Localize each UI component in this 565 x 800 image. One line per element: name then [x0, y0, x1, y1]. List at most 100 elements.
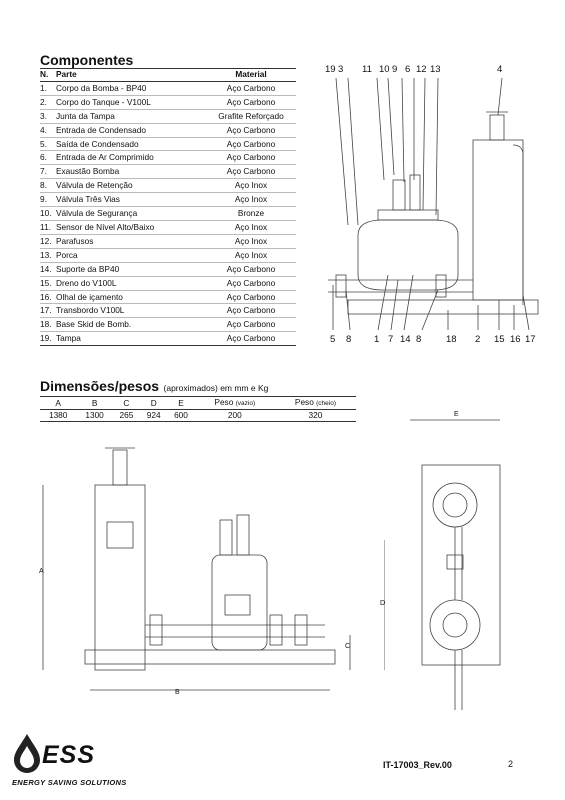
callout-number: 2: [475, 334, 481, 345]
dim-header-note: (cheio): [316, 400, 337, 407]
cell-part: Porca: [56, 249, 78, 260]
cell-material: Aço Carbono: [226, 291, 276, 302]
cell-n: 11.: [40, 221, 51, 232]
brand-name: ESS: [42, 741, 96, 769]
components-header-row: N. Parte Material: [40, 68, 296, 82]
cell-n: 2.: [40, 96, 47, 107]
dim-header-note: (vazio): [235, 400, 256, 407]
front-view-drawing: [42, 447, 385, 691]
cell-part: Válvula Três Vias: [56, 194, 120, 205]
cell-part: Junta da Tampa: [56, 110, 115, 121]
callout-number: 6: [405, 64, 411, 75]
cell-material: Aço Inox: [234, 221, 268, 232]
callout-number: 7: [388, 334, 394, 345]
table-row: 6. Entrada de Ar Comprimido Aço Carbono: [40, 151, 296, 165]
dim-header: E: [167, 397, 194, 410]
cell-n: 13.: [40, 249, 52, 260]
cell-material: Aço Carbono: [226, 152, 276, 163]
cell-part: Exaustão Bomba: [56, 166, 120, 177]
dim-label-e: E: [454, 411, 459, 418]
exploded-view-drawing: [328, 77, 539, 331]
table-row: 11. Sensor de Nível Alto/Baixo Aço Inox: [40, 220, 296, 235]
cell-n: 17.: [40, 305, 52, 316]
cell-part: Entrada de Condensado: [56, 124, 146, 135]
cell-material: Aço Carbono: [226, 82, 276, 93]
components-table: N. Parte Material 1. Corpo da Bomba - BP4…: [40, 68, 296, 346]
dim-value: 600: [174, 410, 188, 420]
callout-number: 16: [510, 334, 521, 345]
cell-n: 18.: [40, 319, 52, 330]
dim-header: C: [113, 397, 140, 410]
dim-header: D: [140, 397, 167, 410]
cell-n: 6.: [40, 152, 47, 163]
cell-part: Dreno do V100L: [56, 277, 117, 288]
callout-number: 3: [338, 64, 344, 75]
cell-n: 1.: [40, 82, 47, 93]
cell-part: Sensor de Nível Alto/Baixo: [56, 221, 155, 232]
cell-n: 4.: [40, 124, 47, 135]
callout-number: 4: [497, 64, 503, 75]
dim-header-label: C: [123, 397, 130, 408]
dim-header-label: D: [150, 397, 157, 408]
dimensions-top-rule: [40, 396, 356, 397]
cell-part: Válvula de Segurança: [56, 208, 138, 219]
cell-part: Entrada de Ar Comprimido: [56, 152, 154, 163]
components-top-rule: [40, 68, 296, 69]
table-row: 18.Base Skid de Bomb.Aço Carbono: [40, 318, 296, 332]
dim-header: A: [40, 397, 76, 410]
dim-label-c: C: [345, 643, 351, 650]
cell-n: 7.: [40, 166, 47, 177]
cell-part: Corpo da Bomba - BP40: [56, 82, 147, 93]
cell-n: 10.: [40, 208, 52, 219]
callout-number: 1: [374, 334, 380, 345]
callout-number: 10: [379, 64, 390, 75]
header-n: N.: [40, 69, 49, 79]
cell-part: Suporte da BP40: [56, 263, 120, 274]
cell-material: Aço Inox: [234, 180, 268, 191]
callout-number: 19: [325, 64, 336, 75]
cell-material: Aço Carbono: [226, 96, 276, 107]
cell-material: Bronze: [237, 208, 265, 219]
cell-material: Aço Inox: [234, 194, 268, 205]
dim-value: 1380: [48, 410, 68, 420]
cell-part: Parafusos: [56, 235, 94, 246]
dim-header: Peso (cheio): [275, 397, 356, 410]
doc-code: IT-17003_Rev.00: [383, 760, 452, 770]
ess-logo-icon: [14, 734, 40, 773]
cell-material: Aço Carbono: [226, 263, 276, 274]
cell-n: 19.: [40, 333, 52, 344]
header-part: Parte: [56, 69, 77, 79]
cell-n: 5.: [40, 138, 47, 149]
callout-number: 13: [430, 64, 441, 75]
cell-material: Aço Inox: [234, 235, 268, 246]
dim-header-label: Peso: [294, 397, 314, 407]
cell-part: Tampa: [56, 333, 81, 344]
cell-material: Aço Carbono: [226, 333, 276, 344]
dim-header: Peso (vazio): [195, 397, 275, 410]
dim-value: 320: [308, 410, 323, 420]
dim-value: 265: [119, 410, 134, 420]
callout-number: 9: [392, 64, 398, 75]
dimensions-subtitle: (aproximados) em mm e Kg: [163, 383, 269, 393]
callout-number: 18: [446, 334, 457, 345]
dim-value: 924: [146, 410, 161, 420]
page-number: 2: [508, 759, 514, 769]
cell-material: Grafite Reforçado: [218, 110, 284, 121]
callout-number: 15: [494, 334, 505, 345]
cell-n: 15.: [40, 277, 52, 288]
dim-label-b: B: [175, 689, 180, 696]
header-material: Material: [235, 69, 267, 79]
cell-n: 3.: [40, 110, 47, 121]
